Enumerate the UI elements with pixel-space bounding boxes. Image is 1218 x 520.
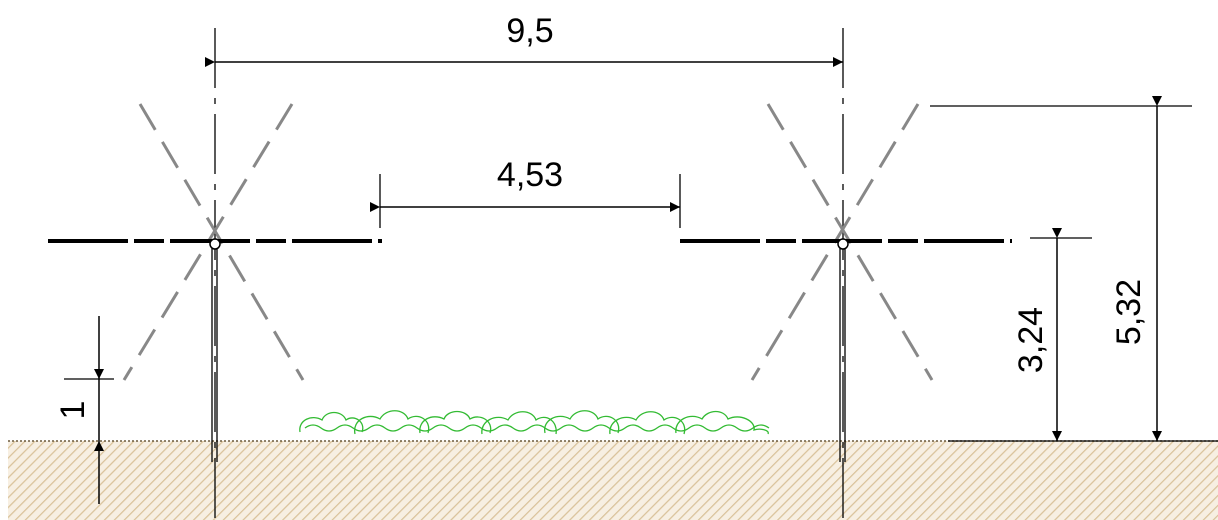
ground-hatch: [8, 441, 1218, 520]
bush-7: [675, 410, 769, 435]
dimension-gap: 4,53: [370, 156, 681, 228]
bushes: [299, 410, 770, 435]
bush-scribble: [304, 424, 770, 432]
dim-total-height-label: 5,32: [1110, 279, 1148, 345]
dimension-panel-height: 3,24: [948, 228, 1218, 442]
dim-post-spacing-label: 9,5: [506, 12, 553, 50]
right-pole: [680, 28, 1012, 520]
dim-bury-depth-label: 1: [54, 401, 92, 420]
dim-panel-height-label: 3,24: [1012, 307, 1050, 373]
dimension-post-spacing: 9,5: [205, 12, 843, 67]
dimension-bury-depth: 1: [54, 316, 114, 504]
ground: [8, 440, 1218, 520]
left-pivot: [209, 238, 221, 250]
right-pivot: [837, 238, 849, 250]
dimension-total-height: 5,32: [930, 96, 1192, 441]
left-pole: [48, 28, 382, 520]
bush-1: [299, 411, 364, 433]
bush-3: [419, 410, 492, 434]
dim-gap-label: 4,53: [497, 156, 563, 194]
bush-5: [544, 410, 620, 434]
bush-6: [609, 411, 686, 435]
bush-2: [354, 410, 430, 435]
